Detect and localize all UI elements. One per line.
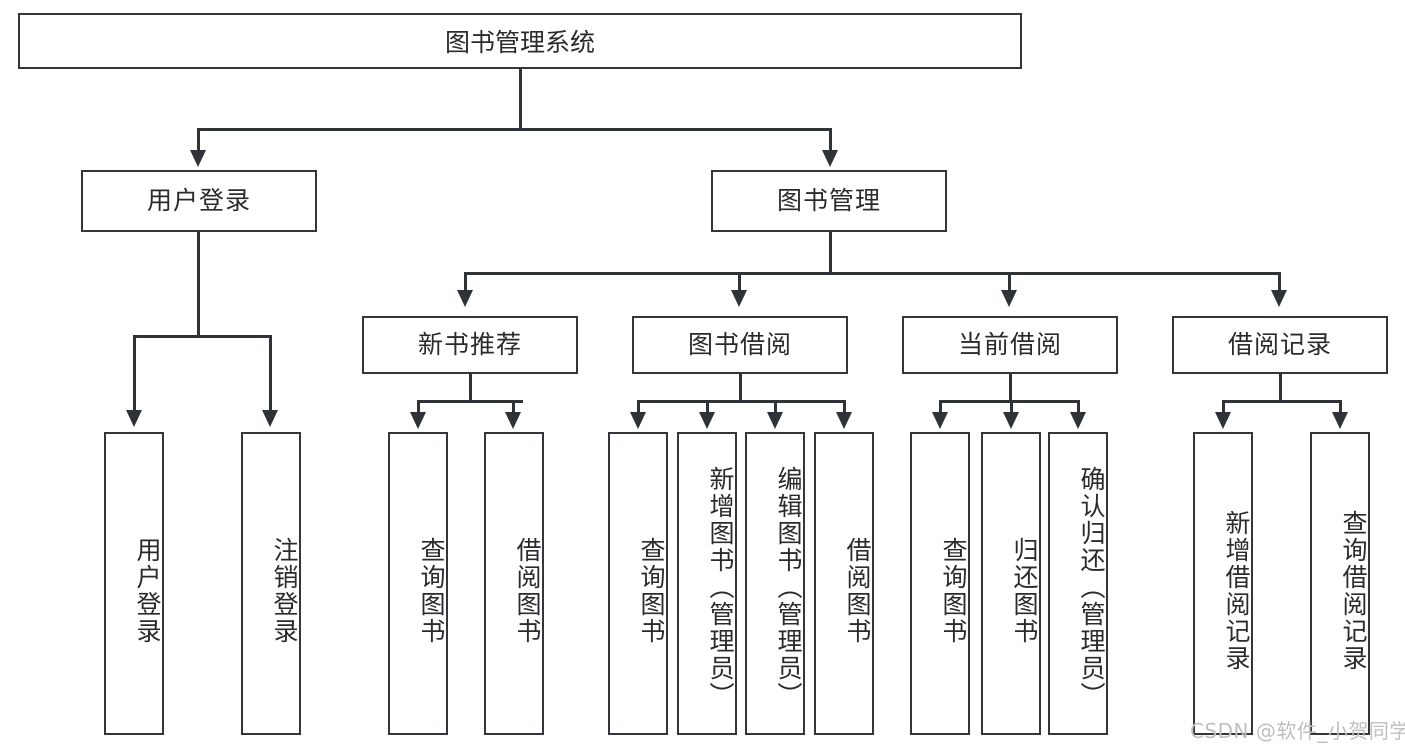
connector-bm-to-borrow-records: [1278, 272, 1281, 292]
arrowhead-root-to-book-management: [822, 150, 838, 167]
arrowhead-user-login-leaf1: [126, 410, 142, 427]
connector-bb-leaf4: [843, 400, 846, 413]
connector-user-login-bus: [133, 335, 271, 338]
connector-user-login-stem: [197, 232, 200, 337]
connector-bb-leaf1: [637, 400, 640, 413]
connector-bm-to-current-borrow: [1008, 272, 1011, 292]
node-current-borrow[interactable]: 当前借阅: [902, 316, 1118, 374]
node-book-management[interactable]: 图书管理: [711, 170, 947, 232]
arrowhead-nbr-leaf1: [410, 412, 426, 429]
arrowhead-cb-leaf1: [932, 412, 948, 429]
connector-nbr-bus: [417, 400, 523, 403]
arrowhead-bm-to-book-borrow: [731, 290, 747, 307]
connector-bb-leaf3: [774, 400, 777, 413]
leaf-user-login-login[interactable]: 用户登录: [104, 432, 164, 735]
node-label: 查询图书: [637, 536, 666, 645]
leaf-new-book-borrow-book[interactable]: 借阅图书: [484, 432, 544, 735]
connector-br-leaf1: [1222, 400, 1225, 413]
leaf-borrow-records-add-record[interactable]: 新增借阅记录: [1193, 432, 1253, 735]
connector-bm-to-book-borrow: [738, 272, 741, 292]
connector-book-management-bus: [464, 272, 1280, 275]
connector-root-stem: [519, 69, 522, 130]
node-label: 查询图书: [417, 536, 446, 645]
node-label: 用户登录: [146, 186, 251, 216]
node-label: 注销登录: [270, 536, 299, 645]
connector-bm-to-new-book: [464, 272, 467, 292]
connector-bb-leaf2: [706, 400, 709, 413]
leaf-borrow-records-query-record[interactable]: 查询借阅记录: [1310, 432, 1370, 735]
arrowhead-br-leaf1: [1215, 412, 1231, 429]
csdn-watermark: CSDN @软件_小贺同学: [1190, 719, 1405, 743]
node-label: 编辑图书（管理员）: [774, 466, 803, 709]
node-label: 借阅图书: [843, 536, 872, 645]
arrowhead-br-leaf2: [1332, 412, 1348, 429]
connector-root-to-user-login: [197, 128, 200, 150]
leaf-new-book-query-book[interactable]: 查询图书: [388, 432, 448, 735]
connector-root-to-book-management: [829, 128, 832, 150]
leaf-book-borrow-query-book[interactable]: 查询图书: [608, 432, 668, 735]
connector-nbr-leaf1: [417, 400, 420, 413]
arrowhead-root-to-user-login: [190, 150, 206, 167]
connector-br-bus: [1222, 400, 1340, 403]
node-book-borrow[interactable]: 图书借阅: [632, 316, 848, 374]
arrowhead-bb-leaf3: [767, 412, 783, 429]
arrowhead-bb-leaf2: [699, 412, 715, 429]
node-label: 查询图书: [939, 536, 968, 645]
arrowhead-cb-leaf2: [1003, 412, 1019, 429]
arrowhead-cb-leaf3: [1070, 412, 1086, 429]
node-label: 查询借阅记录: [1339, 509, 1368, 672]
node-label: 新增图书（管理员）: [706, 466, 735, 709]
arrowhead-nbr-leaf2: [505, 412, 521, 429]
node-borrow-records[interactable]: 借阅记录: [1172, 316, 1388, 374]
connector-cb-bus: [939, 400, 1079, 403]
node-label: 借阅记录: [1227, 330, 1332, 360]
arrowhead-bb-leaf1: [630, 412, 646, 429]
node-label: 新书推荐: [417, 330, 522, 360]
node-label: 图书管理系统: [444, 28, 595, 57]
connector-br-stem: [1279, 374, 1282, 402]
connector-br-leaf2: [1339, 400, 1342, 413]
arrowhead-user-login-leaf2: [262, 410, 278, 427]
leaf-current-borrow-confirm-return-admin[interactable]: 确认归还（管理员）: [1048, 432, 1108, 735]
connector-cb-leaf2: [1010, 400, 1013, 413]
connector-user-login-leaf1: [133, 335, 136, 410]
arrowhead-bm-to-borrow-records: [1271, 290, 1287, 307]
node-label: 借阅图书: [513, 536, 542, 645]
leaf-user-login-logout[interactable]: 注销登录: [241, 432, 301, 735]
leaf-book-borrow-edit-book-admin[interactable]: 编辑图书（管理员）: [745, 432, 805, 735]
node-label: 确认归还（管理员）: [1077, 466, 1106, 709]
connector-nbr-leaf2: [512, 400, 515, 413]
connector-bb-bus: [637, 400, 844, 403]
leaf-book-borrow-add-book-admin[interactable]: 新增图书（管理员）: [677, 432, 737, 735]
node-label: 新增借阅记录: [1222, 509, 1251, 672]
connector-book-management-stem: [829, 232, 832, 274]
arrowhead-bb-leaf4: [836, 412, 852, 429]
connector-user-login-leaf2: [269, 335, 272, 410]
node-label: 图书借阅: [687, 330, 792, 360]
connector-cb-stem: [1009, 374, 1012, 402]
node-user-login[interactable]: 用户登录: [81, 170, 317, 232]
connector-cb-leaf3: [1077, 400, 1080, 413]
arrowhead-bm-to-current-borrow: [1001, 290, 1017, 307]
connector-nbr-stem: [469, 374, 472, 402]
node-label: 用户登录: [133, 536, 162, 645]
leaf-current-borrow-return-book[interactable]: 归还图书: [981, 432, 1041, 735]
leaf-current-borrow-query-book[interactable]: 查询图书: [910, 432, 970, 735]
node-label: 当前借阅: [957, 330, 1062, 360]
leaf-book-borrow-borrow-book[interactable]: 借阅图书: [814, 432, 874, 735]
node-label: 归还图书: [1010, 536, 1039, 645]
node-label: 图书管理: [776, 186, 881, 216]
connector-bb-stem: [739, 374, 742, 402]
connector-root-bus: [197, 128, 831, 131]
node-root-book-management-system[interactable]: 图书管理系统: [18, 13, 1022, 69]
node-new-book-recommend[interactable]: 新书推荐: [362, 316, 578, 374]
connector-cb-leaf1: [939, 400, 942, 413]
arrowhead-bm-to-new-book: [457, 290, 473, 307]
